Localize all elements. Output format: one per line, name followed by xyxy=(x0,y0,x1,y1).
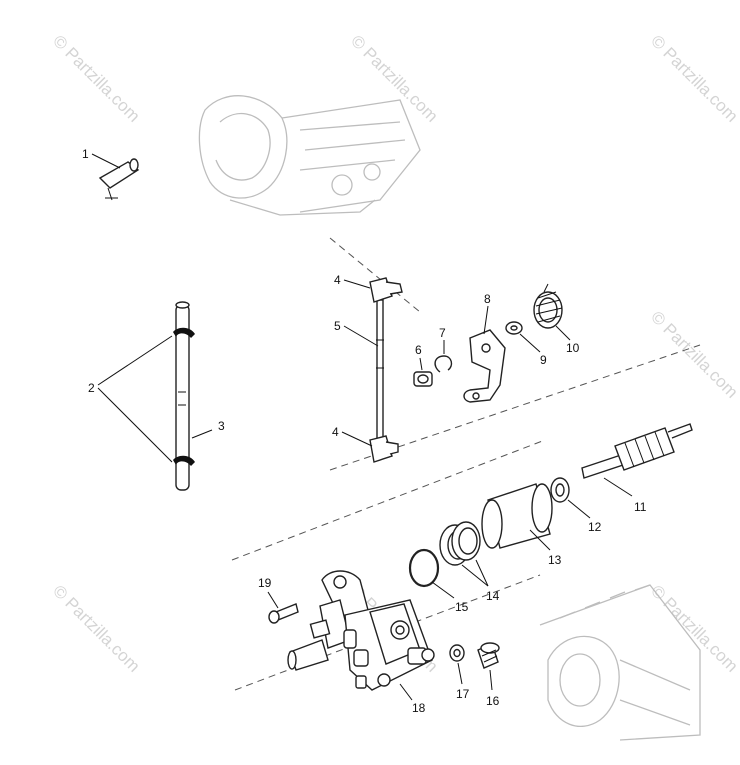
leader-13 xyxy=(529,529,551,551)
watermark-mid-right: © Partzilla.com xyxy=(647,307,740,401)
watermark-bottom-right: © Partzilla.com xyxy=(647,581,740,675)
part-drive-gear-shaft xyxy=(581,423,693,479)
crankcase-ghost xyxy=(539,584,701,741)
leader-17 xyxy=(457,662,463,685)
part-bushing xyxy=(413,371,433,387)
watermark-layer: © Partzilla.com © Partzilla.com © Partzi… xyxy=(49,31,740,675)
callout-15: 15 xyxy=(455,600,469,614)
callout-13: 13 xyxy=(548,553,562,567)
callout-18: 18 xyxy=(412,701,426,715)
part-fitting xyxy=(98,158,140,201)
leader-8 xyxy=(483,305,489,335)
leader-4a xyxy=(343,279,371,289)
leader-16 xyxy=(489,669,493,691)
leader-14b xyxy=(475,559,489,587)
leader-11 xyxy=(603,477,633,497)
callout-19: 19 xyxy=(258,576,272,590)
part-lever-bracket xyxy=(463,329,506,403)
part-oil-hose xyxy=(173,301,195,491)
watermark-top-right: © Partzilla.com xyxy=(647,31,740,125)
callout-4-upper: 4 xyxy=(334,273,341,287)
leader-12 xyxy=(567,499,591,519)
part-springs xyxy=(439,521,481,566)
callout-10: 10 xyxy=(566,341,580,355)
watermark-top-left: © Partzilla.com xyxy=(49,31,143,125)
part-e-clip xyxy=(434,355,453,373)
leader-1 xyxy=(91,153,121,169)
alignment-line-top xyxy=(329,237,421,313)
leader-18 xyxy=(399,683,413,701)
leader-2b xyxy=(97,387,173,463)
leader-19 xyxy=(267,591,279,609)
part-sealing-washer xyxy=(449,644,465,662)
callout-17: 17 xyxy=(456,687,470,701)
callout-16: 16 xyxy=(486,694,500,708)
leader-3 xyxy=(191,429,213,439)
leader-15 xyxy=(431,581,455,599)
callout-1: 1 xyxy=(82,147,89,161)
part-oil-pump xyxy=(287,570,435,691)
part-screw xyxy=(268,603,299,624)
callout-11: 11 xyxy=(634,500,647,514)
axis-line-lower xyxy=(231,439,546,561)
leader-5 xyxy=(343,325,379,347)
watermark-top-center: © Partzilla.com xyxy=(347,31,441,125)
leader-10 xyxy=(555,325,571,341)
callout-7: 7 xyxy=(439,326,446,340)
watermark-bottom-left: © Partzilla.com xyxy=(49,581,143,675)
callout-4-lower: 4 xyxy=(332,425,339,439)
leader-6 xyxy=(419,357,423,371)
engine-housing-ghost xyxy=(198,95,421,216)
callout-2: 2 xyxy=(88,381,95,395)
part-bleed-screw xyxy=(477,642,500,669)
part-washer-large xyxy=(550,477,570,503)
part-o-ring xyxy=(408,548,440,588)
callout-3: 3 xyxy=(218,419,225,433)
part-control-rod xyxy=(369,277,403,463)
callout-9: 9 xyxy=(540,353,547,367)
callout-14: 14 xyxy=(486,589,500,603)
leader-2a xyxy=(97,335,173,386)
callout-8: 8 xyxy=(484,292,491,306)
part-sleeve xyxy=(481,483,553,549)
callout-6: 6 xyxy=(415,343,422,357)
leader-9 xyxy=(519,333,541,353)
part-washer-small xyxy=(505,321,523,335)
callout-5: 5 xyxy=(334,319,341,333)
leader-4b xyxy=(341,431,373,447)
callout-12: 12 xyxy=(588,520,602,534)
part-torsion-spring xyxy=(533,283,563,329)
leader-14a xyxy=(461,564,489,587)
